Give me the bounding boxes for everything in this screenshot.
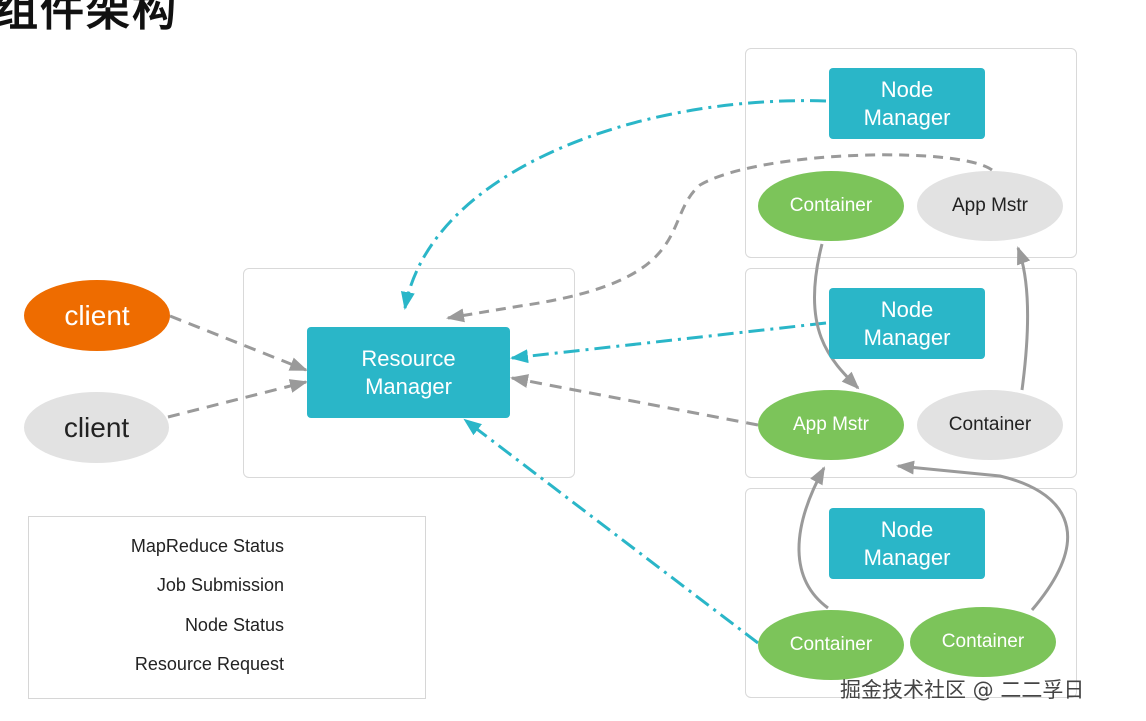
legend-job-submission-label: Job Submission: [156, 575, 284, 595]
client-node-2: client: [24, 392, 169, 463]
node-3-container-right: Container: [910, 607, 1056, 677]
client-node-1: client: [24, 280, 170, 351]
node-manager-2-label: Node Manager: [863, 296, 951, 350]
legend-mapreduce-status-label: MapReduce Status: [130, 536, 284, 556]
legend-node-status-label: Node Status: [184, 615, 284, 635]
node-1-status-arrow: [400, 99, 827, 310]
node-1-app-mstr-label: App Mstr: [951, 195, 1029, 216]
container-3-status-arrow: [797, 466, 829, 610]
node-3-status-arrow: [463, 418, 759, 645]
node-2-app-mstr-label: App Mstr: [792, 414, 870, 435]
resource-manager-label: Resource Manager: [361, 345, 456, 399]
node-3-container-left-label: Container: [789, 634, 873, 655]
node-manager-1: Node Manager: [829, 68, 985, 139]
client-1-label: client: [64, 299, 130, 331]
client-2-label: client: [63, 411, 130, 443]
client-1-job-submission-arrow: [169, 314, 308, 372]
node-1-app-mstr: App Mstr: [917, 171, 1063, 241]
node-2-container: Container: [917, 390, 1063, 460]
page-title-fragment: 组件架构: [0, 0, 178, 36]
app-mstr-2-resource-request-arrow: [510, 374, 759, 427]
node-3-container-left: Container: [758, 610, 904, 680]
node-1-container: Container: [758, 171, 904, 241]
client-2-job-submission-arrow: [167, 379, 308, 419]
node-manager-1-label: Node Manager: [863, 76, 951, 130]
node-manager-2: Node Manager: [829, 288, 985, 359]
container-4-status-arrow: [896, 460, 1069, 611]
legend: MapReduce Status Job Submission Node Sta…: [28, 516, 426, 699]
node-1-container-label: Container: [789, 195, 873, 216]
node-2-container-label: Container: [948, 414, 1032, 435]
node-2-status-arrow: [510, 321, 827, 364]
resource-manager-box: Resource Manager: [307, 327, 510, 418]
node-2-app-mstr: App Mstr: [758, 390, 904, 460]
node-3-container-right-label: Container: [941, 631, 1025, 652]
container-2-status-arrow: [1016, 246, 1031, 391]
app-mstr-1-resource-request-arrow: [446, 153, 993, 323]
node-manager-3-label: Node Manager: [863, 516, 951, 570]
node-manager-3: Node Manager: [829, 508, 985, 579]
container-1-status-arrow: [812, 243, 860, 390]
watermark: 掘金技术社区 @ 二二孚日: [840, 678, 1085, 702]
legend-resource-request-label: Resource Request: [134, 654, 284, 674]
